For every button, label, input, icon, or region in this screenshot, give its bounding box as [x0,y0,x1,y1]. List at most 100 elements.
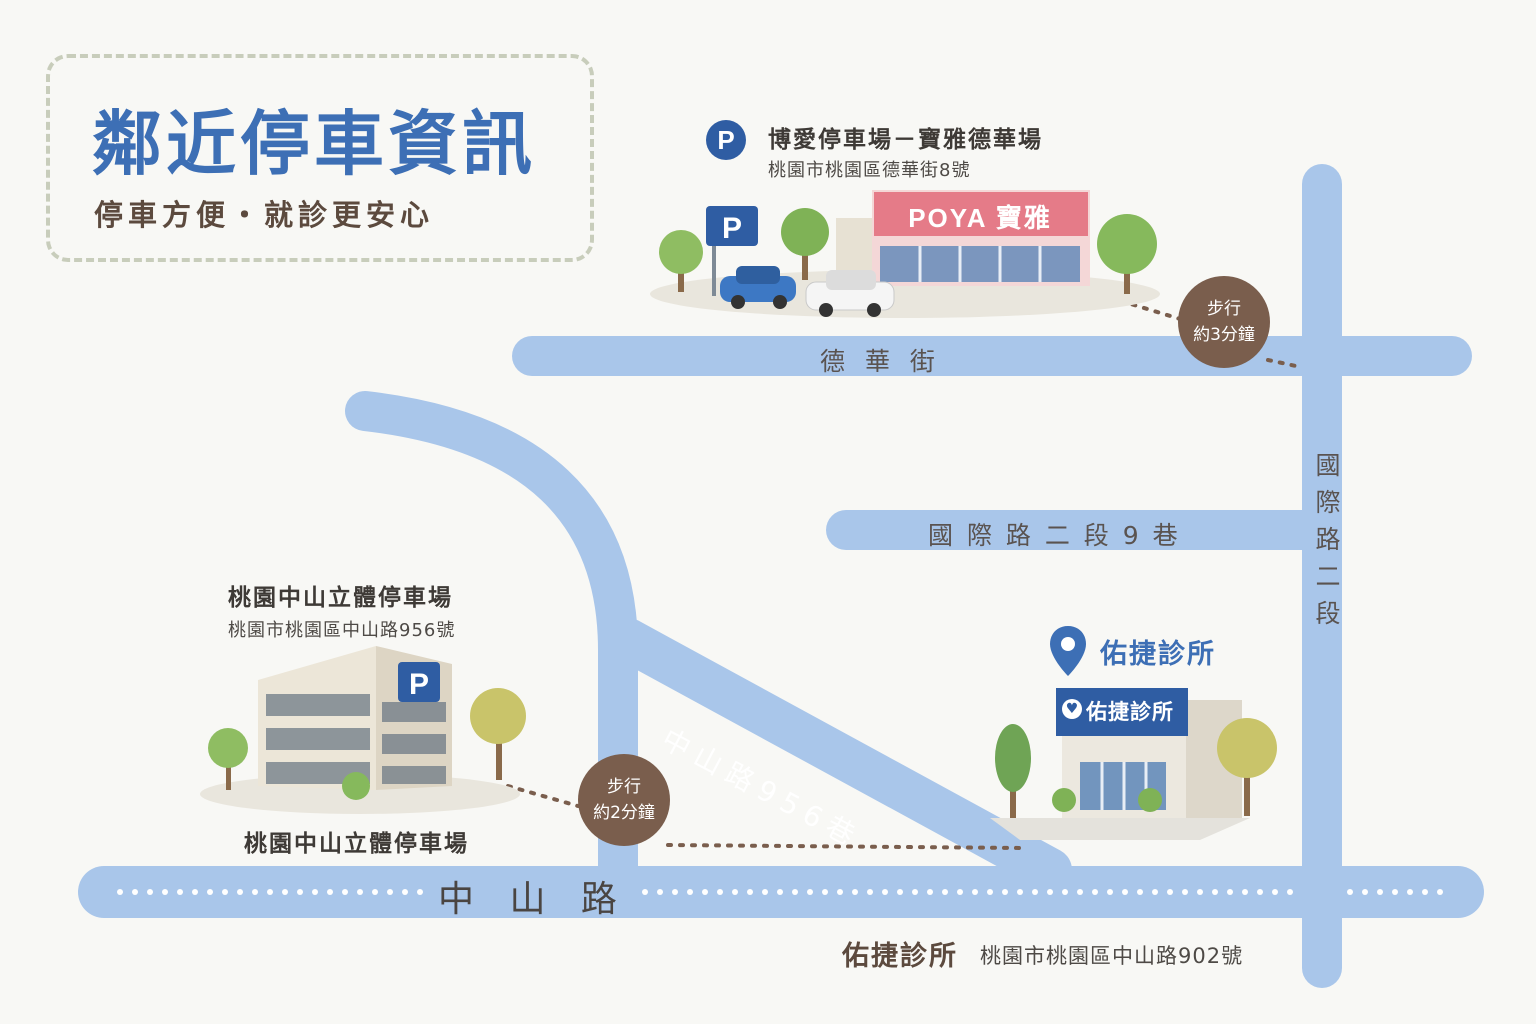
centerline-dot [147,889,153,895]
walk-duration: 約2分鐘 [593,803,655,823]
centerline-dot [192,889,198,895]
walk-time-badge-zhongshan: 步行 約2分鐘 [578,754,670,846]
centerline-dot [1122,889,1128,895]
centerline-dot [1032,889,1038,895]
page-title: 鄰近停車資訊 [92,103,536,185]
centerline-dot [822,889,828,895]
zhongshan-lot-name: 桃園中山立體停車場 [228,585,453,611]
centerline-dot [912,889,918,895]
page-subtitle: 停車方便・就診更安心 [94,198,435,232]
centerline-dot [897,889,903,895]
road-curved-connector [345,391,638,900]
walking-paths [506,292,1298,850]
centerline-dot [957,889,963,895]
road-label-dehua: 德 華 街 [820,347,941,376]
walk-path-zhongshan-to-clinic [666,843,1026,850]
centerline-dot [687,889,693,895]
location-pin-icon [1050,626,1086,676]
centerline-dot [1242,889,1248,895]
centerline-dot [282,889,288,895]
centerline-dot [762,889,768,895]
centerline-dot [1437,889,1443,895]
centerline-dot [852,889,858,895]
centerline-dot [1407,889,1413,895]
centerline-dot [1062,889,1068,895]
centerline-dot [1017,889,1023,895]
centerline-dot [402,889,408,895]
centerline-dot [927,889,933,895]
zhongshan-lot-address: 桃園市桃園區中山路956號 [228,620,456,641]
clinic-footer-address: 桃園市桃園區中山路902號 [980,944,1244,968]
centerline-dot [327,889,333,895]
centerline-dot [1422,889,1428,895]
svg-text:P: P [409,668,429,701]
svg-text:P: P [722,212,742,245]
centerline-dot [207,889,213,895]
centerline-dot [1392,889,1398,895]
walk-path-zhongshan-lot [506,784,580,808]
centerline-dot [1077,889,1083,895]
centerline-dot [267,889,273,895]
centerline-dot [1167,889,1173,895]
centerline-dot [357,889,363,895]
poya-lot-name: 博愛停車場－寶雅德華場 [768,127,1043,153]
centerline-dot [132,889,138,895]
centerline-dot [792,889,798,895]
centerline-dot [972,889,978,895]
centerline-dot [1197,889,1203,895]
clinic-marker-label: 佑捷診所 [1100,639,1216,670]
centerline-dot [372,889,378,895]
zhongshan-lot-caption: 桃園中山立體停車場 [244,831,469,857]
clinic-building-illustration [990,688,1277,840]
centerline-dot [297,889,303,895]
centerline-dot [1272,889,1278,895]
centerline-dot [237,889,243,895]
centerline-dot [1137,889,1143,895]
poya-store-illustration: P [650,190,1160,318]
clinic-building-sign: 佑捷診所 [1086,700,1174,724]
title-frame [46,54,594,262]
centerline-dot [777,889,783,895]
centerline-dot [747,889,753,895]
centerline-dot [1182,889,1188,895]
centerline-dot [387,889,393,895]
centerline-dot [1377,889,1383,895]
centerline-dot [1347,889,1353,895]
centerline-dot [1047,889,1053,895]
road-label-zhongshan: 中 山 路 [438,879,629,920]
road-label-guoji: 國際路二段 [1312,452,1341,637]
centerline-dot [1257,889,1263,895]
walk-label: 步行 [1207,299,1241,319]
centerline-dot [222,889,228,895]
centerline-dot [1287,889,1293,895]
walk-label: 步行 [607,777,641,797]
poya-parking-icon: P [706,120,746,160]
centerline-dot [657,889,663,895]
walk-time-badge-poya: 步行 約3分鐘 [1178,276,1270,368]
centerline-dot [942,889,948,895]
clinic-footer-name: 佑捷診所 [842,941,958,972]
centerline-dot [882,889,888,895]
clinic-sign-heart-icon: ♥ [1062,699,1082,719]
centerline-dot [1152,889,1158,895]
zhongshan-parking-garage-illustration: P [200,646,526,814]
centerline-dot [702,889,708,895]
centerline-dot [1227,889,1233,895]
poya-store-sign: POYA 寶雅 [908,203,1052,233]
road-zhongshan-lane-956 [606,618,1072,892]
centerline-dot [987,889,993,895]
centerline-dot [1092,889,1098,895]
centerline-dot [1002,889,1008,895]
centerline-dot [177,889,183,895]
centerline-dot [417,889,423,895]
zhongshan-road-centerline [117,889,1443,895]
centerline-dot [837,889,843,895]
centerline-dot [807,889,813,895]
centerline-dot [717,889,723,895]
road-label-guoji-lane: 國 際 路 二 段 9 巷 [928,521,1181,550]
centerline-dot [1362,889,1368,895]
centerline-dot [642,889,648,895]
centerline-dot [342,889,348,895]
centerline-dot [1107,889,1113,895]
